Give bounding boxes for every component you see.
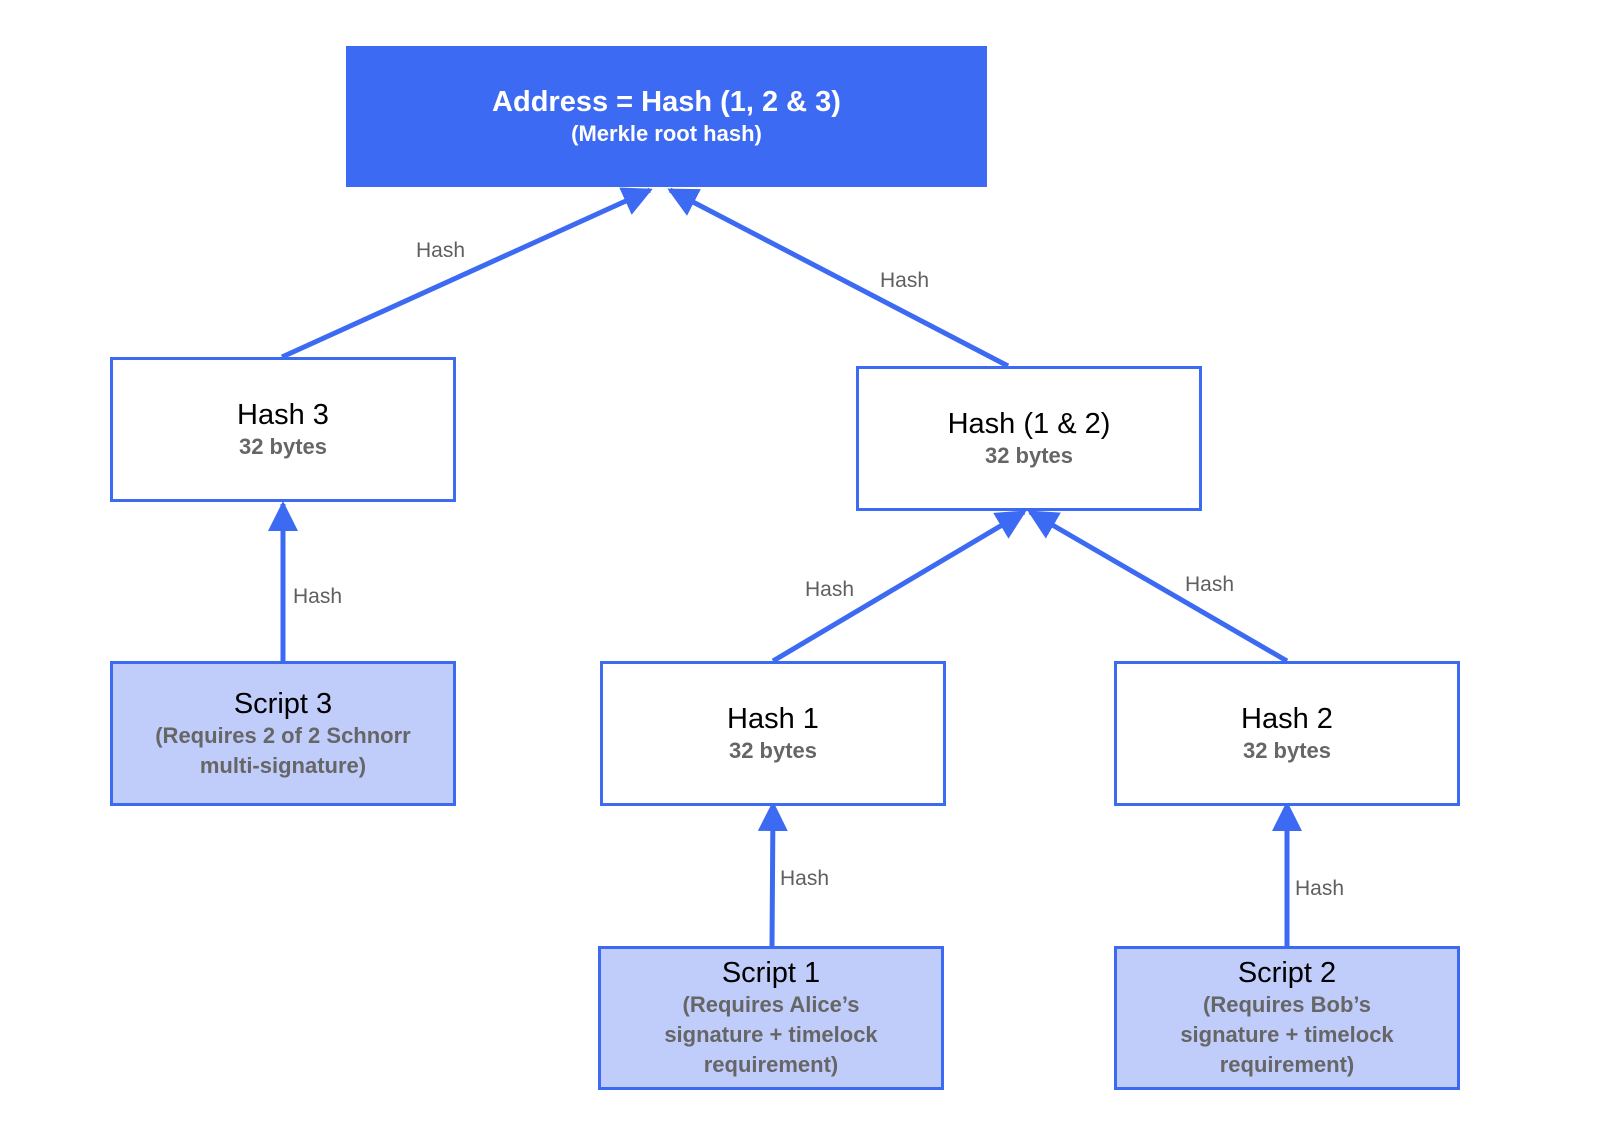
edge-label-script3-to-hash3: Hash <box>293 585 343 608</box>
script2-desc-line-1: (Requires Bob’s <box>1203 992 1371 1017</box>
script1-desc-line-2: signature + timelock <box>664 1022 878 1047</box>
edge-hash3-to-root <box>280 187 653 360</box>
script3-title: Script 3 <box>233 687 333 720</box>
merkle-root-subtitle: (Merkle root hash) <box>571 120 762 146</box>
hash3-title: Hash 3 <box>237 398 329 431</box>
hash12-title: Hash (1 & 2) <box>947 407 1111 440</box>
script3-desc-line-2: multi-signature) <box>199 752 367 778</box>
hash3-node: Hash 3 32 bytes <box>110 357 456 502</box>
script2-desc-line-2: signature + timelock <box>1180 1022 1394 1047</box>
edge-label-hash2-to-hash12: Hash <box>1185 573 1235 596</box>
script1-title: Script 1 <box>721 957 821 989</box>
script3-node: Script 3 (Requires 2 of 2 Schnorr multi-… <box>110 661 456 806</box>
edge-label-hash3-to-root: Hash <box>416 239 466 262</box>
edge-label-script1-to-hash1: Hash <box>780 867 830 890</box>
merkle-root-title: Address = Hash (1, 2 & 3) <box>492 85 841 118</box>
edge-hash1-to-hash12 <box>771 509 1027 664</box>
script3-desc-line-1: (Requires 2 of 2 Schnorr <box>155 722 411 748</box>
script2-desc-line-3: requirement) <box>1219 1052 1355 1077</box>
edge-hash2-to-hash12 <box>1027 509 1289 664</box>
edge-script1-to-hash1 <box>757 801 788 947</box>
hash12-size: 32 bytes <box>984 442 1074 468</box>
hash12-node: Hash (1 & 2) 32 bytes <box>856 366 1202 511</box>
script2-title: Script 2 <box>1237 957 1337 989</box>
hash2-node: Hash 2 32 bytes <box>1114 661 1460 806</box>
hash2-title: Hash 2 <box>1241 702 1333 735</box>
script1-desc-line-1: (Requires Alice’s <box>682 992 860 1017</box>
hash1-node: Hash 1 32 bytes <box>600 661 946 806</box>
merkle-root-node: Address = Hash (1, 2 & 3) (Merkle root h… <box>346 46 987 187</box>
hash3-size: 32 bytes <box>238 433 328 459</box>
edge-hash12-to-root <box>667 187 1010 369</box>
script1-node: Script 1 (Requires Alice’s signature + t… <box>598 946 944 1090</box>
script1-desc-line-3: requirement) <box>703 1052 839 1077</box>
edge-label-hash12-to-root: Hash <box>880 269 930 292</box>
hash1-size: 32 bytes <box>728 737 818 763</box>
hash1-title: Hash 1 <box>727 702 819 735</box>
script2-node: Script 2 (Requires Bob’s signature + tim… <box>1114 946 1460 1090</box>
hash2-size: 32 bytes <box>1242 737 1332 763</box>
edge-label-script2-to-hash2: Hash <box>1295 877 1345 900</box>
edge-label-hash1-to-hash12: Hash <box>805 578 855 601</box>
